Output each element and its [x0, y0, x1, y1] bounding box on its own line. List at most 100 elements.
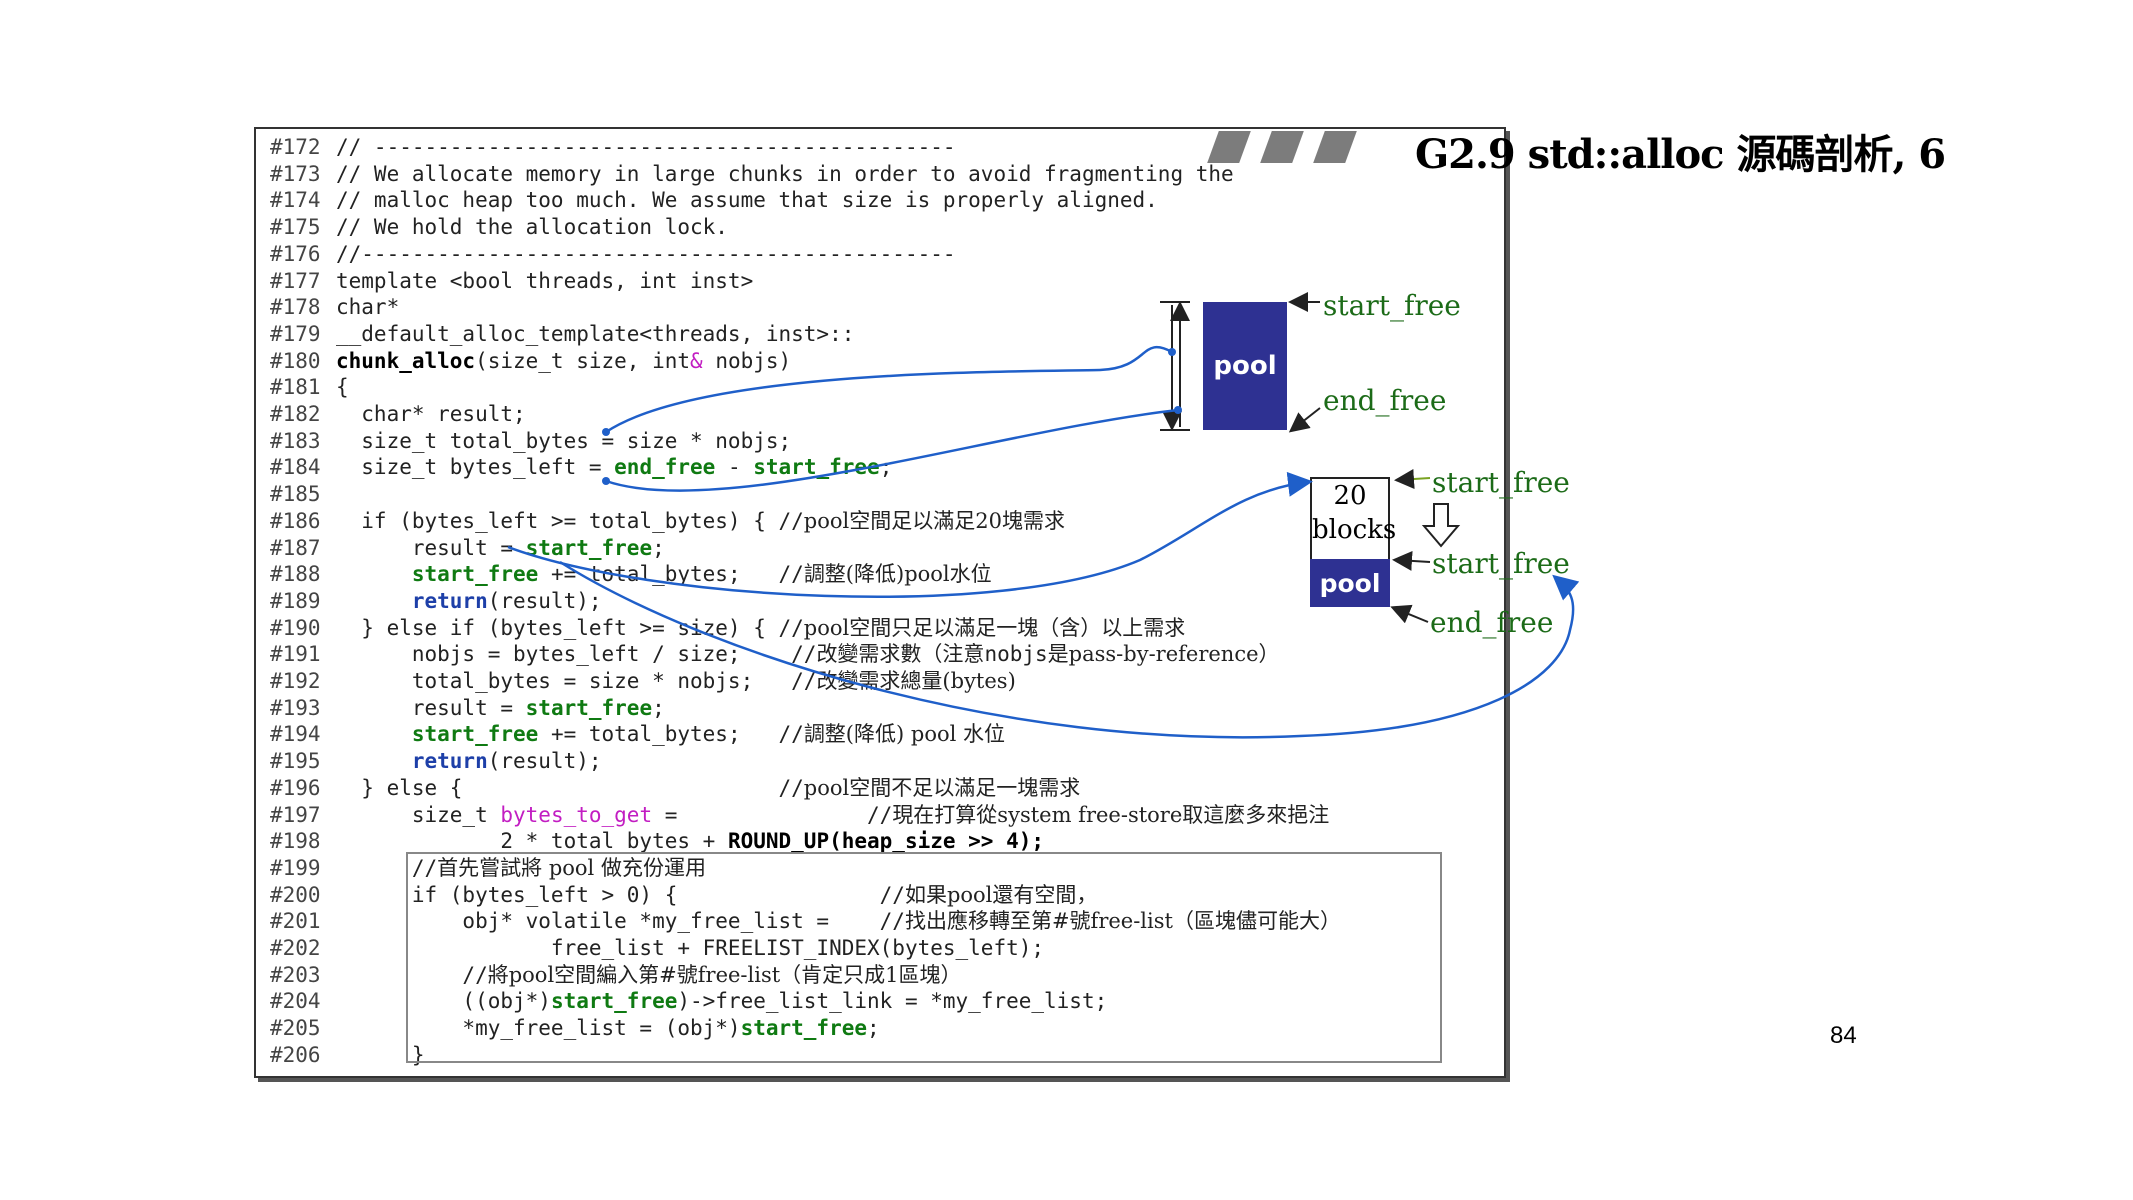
- code-highlight-box: [406, 852, 1442, 1063]
- dot-1: [602, 428, 610, 436]
- code-token: (size_t size, int: [475, 348, 691, 373]
- code-line: #198 2 * total_bytes + ROUND_UP(heap_siz…: [270, 828, 1044, 855]
- code-token: 首先嘗試將 pool 做充份運用: [437, 855, 706, 880]
- line-number: #191: [270, 642, 321, 667]
- code-line: #202 free_list + FREELIST_INDEX(bytes_le…: [270, 935, 1044, 962]
- green-pointer: [1394, 469, 1431, 489]
- code-token: nobjs = bytes_left / size; //: [336, 642, 817, 667]
- code-line: #203 //將pool空間編入第#號free-list（肯定只成1區塊）: [270, 962, 962, 989]
- code-token: size_t: [336, 802, 501, 827]
- code-token: 改變需求數（注意: [816, 642, 985, 667]
- code-token: return: [411, 749, 488, 774]
- code-token: // We allocate memory in large chunks in…: [336, 161, 1234, 186]
- code-token: 現在打算從system free-store取這麼多來挹注: [892, 802, 1330, 827]
- line-number: #196: [270, 775, 321, 800]
- code-token: bytes_to_get: [500, 802, 653, 827]
- code-token: start_free: [753, 455, 880, 480]
- line-number: #179: [270, 321, 321, 346]
- line-number: #185: [270, 482, 321, 507]
- code-token: // malloc heap too much. We assume that …: [336, 188, 1158, 213]
- code-token: pool空間只足以滿足一塊（含）以上需求: [803, 615, 1186, 640]
- code-line: #201 obj* volatile *my_free_list = //找出應…: [270, 908, 1341, 935]
- code-token: start_free: [550, 989, 678, 1014]
- label-pointers: [1288, 292, 1431, 624]
- code-line: #183 size_t total_bytes = size * nobjs;: [270, 428, 791, 455]
- down-arrow-icon: [1421, 503, 1461, 548]
- code-token: result =: [336, 535, 526, 560]
- code-token: free_list + FREELIST_INDEX(bytes_left);: [336, 936, 1045, 960]
- line-number: #190: [270, 615, 321, 640]
- end-free-label-top: end_free: [1323, 384, 1447, 417]
- blocks-word: blocks: [1312, 515, 1397, 545]
- code-token: 是pass-by-reference）: [1047, 642, 1280, 667]
- line-number: #187: [270, 535, 321, 560]
- code-token: 將pool空間編入第#號free-list（肯定只成1區塊）: [487, 962, 962, 987]
- code-token: nobjs): [702, 348, 792, 373]
- end-free-label-low: end_free: [1430, 606, 1554, 639]
- code-token: result =: [336, 695, 526, 720]
- code-token: ;: [879, 455, 893, 480]
- code-token: 如果pool還有空間，: [904, 882, 1098, 907]
- code-token: ROUND_UP(heap_size >> 4);: [727, 829, 1045, 854]
- line-number: #189: [270, 588, 321, 613]
- code-token: // We hold the allocation lock.: [336, 215, 728, 240]
- line-number: #178: [270, 295, 321, 320]
- curve-total-bytes: [605, 345, 1173, 434]
- code-token: chunk_alloc: [336, 348, 476, 373]
- code-line: #182 char* result;: [270, 401, 526, 428]
- code-token: pool空間不足以滿足一塊需求: [803, 775, 1081, 800]
- line-number: #176: [270, 241, 321, 266]
- line-number: #173: [270, 161, 321, 186]
- code-token: 2 * total_bytes +: [336, 829, 728, 854]
- code-line: #205 *my_free_list = (obj*)start_free;: [270, 1015, 880, 1042]
- dot-2: [602, 477, 610, 485]
- code-token: //: [336, 855, 438, 880]
- code-token: start_free: [525, 535, 653, 560]
- start-free-label-top: start_free: [1323, 289, 1461, 322]
- pool-block-top: pool: [1203, 302, 1287, 430]
- line-number: #181: [270, 375, 321, 400]
- line-number: #180: [270, 348, 321, 373]
- dot-4: [1174, 406, 1182, 414]
- code-line: #185: [270, 481, 336, 508]
- code-token: //: [336, 962, 488, 987]
- code-token: template <bool threads, int inst>: [336, 268, 754, 293]
- line-number: #201: [270, 909, 321, 934]
- code-token: ;: [867, 1016, 880, 1041]
- code-line: #197 size_t bytes_to_get = //現在打算從system…: [270, 802, 1329, 829]
- line-number: #184: [270, 455, 321, 480]
- code-line: #190 } else if (bytes_left >= size) { //…: [270, 615, 1185, 642]
- code-token: return: [411, 588, 488, 613]
- code-token: obj* volatile *my_free_list = //: [336, 909, 905, 934]
- code-token: start_free: [411, 562, 539, 587]
- code-token: (result);: [487, 588, 602, 613]
- code-line: #196 } else { //pool空間不足以滿足一塊需求: [270, 775, 1080, 802]
- code-token: char* result;: [336, 402, 526, 426]
- line-number: #203: [270, 962, 321, 987]
- line-number: #198: [270, 829, 321, 854]
- code-line: #173 // We allocate memory in large chunk…: [270, 161, 1234, 188]
- code-line: #200 if (bytes_left > 0) { //如果pool還有空間，: [270, 882, 1097, 909]
- pool-block-bottom: pool: [1310, 559, 1390, 607]
- line-number: #200: [270, 882, 321, 907]
- line-number: #192: [270, 669, 321, 693]
- code-token: += total_bytes; //: [538, 722, 804, 747]
- start-free-label-low: start_free: [1432, 547, 1570, 580]
- code-token: start_free: [740, 1016, 868, 1041]
- code-token: //--------------------------------------…: [336, 241, 956, 266]
- line-number: #197: [270, 802, 321, 827]
- code-token: nobjs: [984, 642, 1048, 667]
- code-line: #192 total_bytes = size * nobjs; //改變需求總…: [270, 668, 1016, 695]
- curve-start-free-194: [559, 560, 1580, 739]
- code-line: #178 char*: [270, 294, 399, 321]
- code-token: char*: [336, 295, 400, 320]
- code-token: total_bytes = size * nobjs; //: [336, 669, 817, 693]
- page-number: 84: [1830, 1022, 1857, 1049]
- code-token: = //: [652, 802, 893, 827]
- code-line: #195 return(result);: [270, 748, 602, 775]
- code-line: #172// ---------------------------------…: [270, 134, 956, 161]
- code-token: } else { //: [336, 775, 804, 800]
